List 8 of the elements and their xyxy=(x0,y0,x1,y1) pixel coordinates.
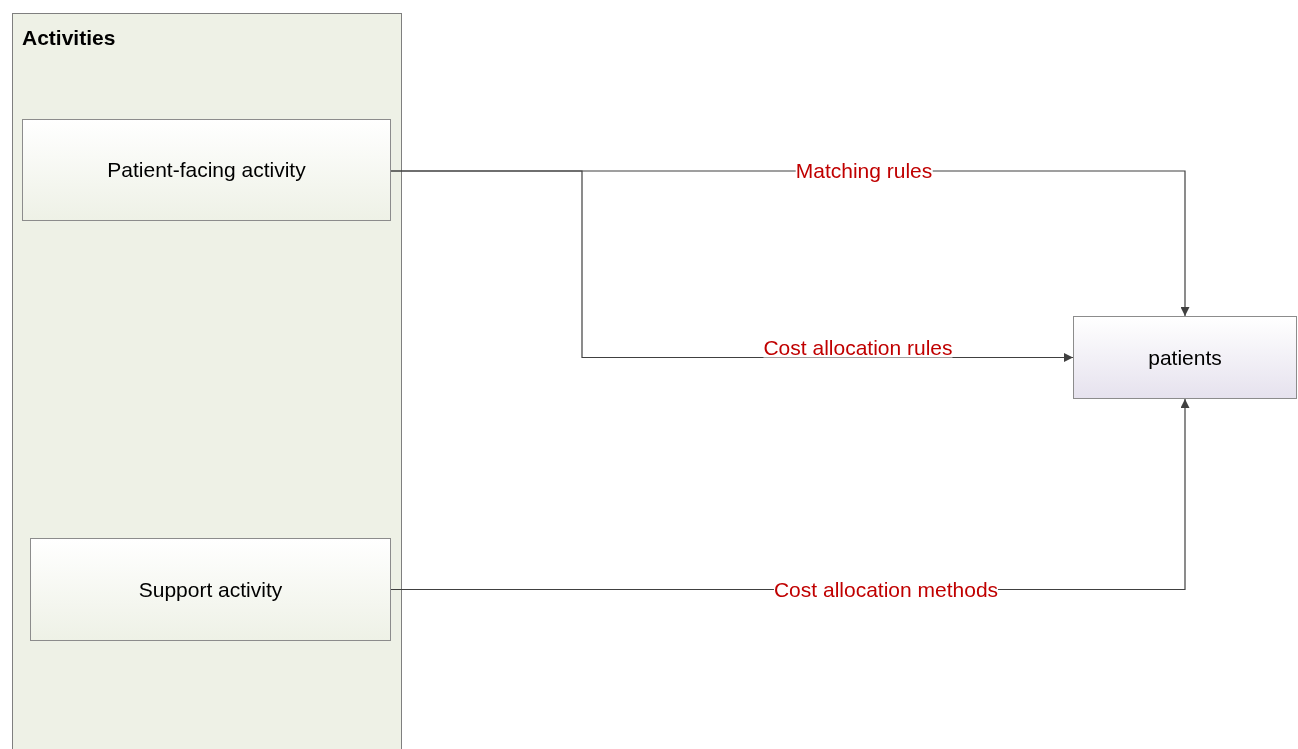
box-label: Patient-facing activity xyxy=(107,157,306,184)
group-panel xyxy=(12,13,402,749)
process-box xyxy=(22,119,391,221)
process-box xyxy=(30,538,391,641)
process-box xyxy=(1073,316,1297,399)
box-label: Support activity xyxy=(138,576,283,603)
box-label: patients xyxy=(1148,344,1222,371)
group-title: Activities xyxy=(22,25,116,51)
